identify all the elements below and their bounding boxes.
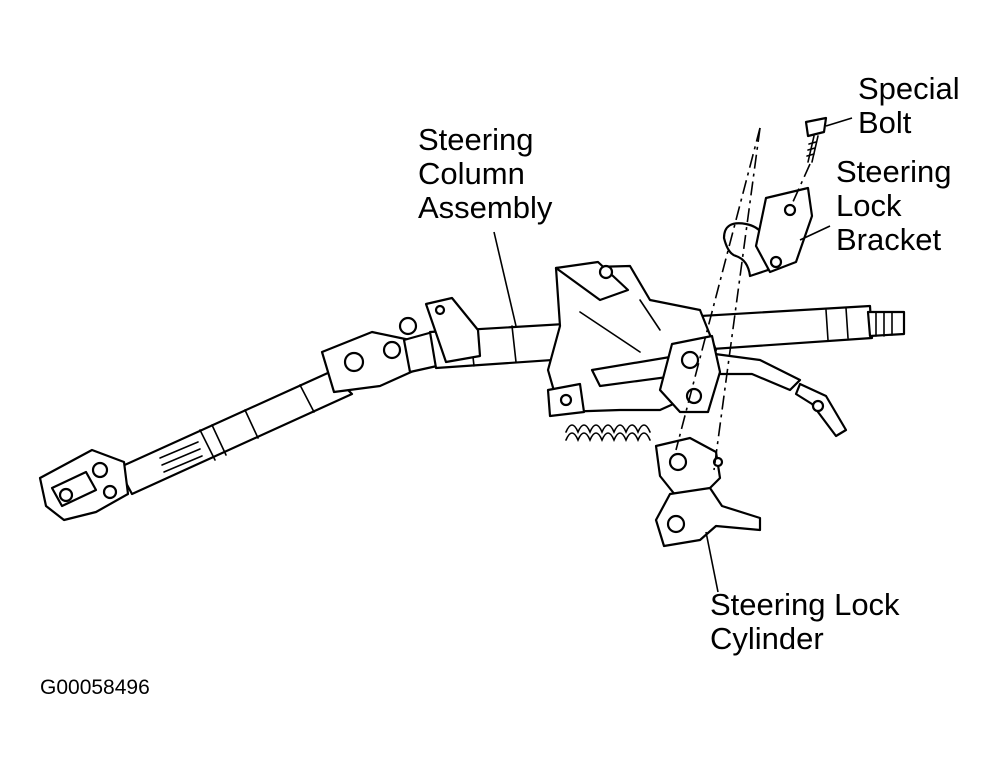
leader-steering-lock-bracket xyxy=(799,225,831,241)
leader-special-bolt xyxy=(825,117,853,127)
alignment-line-bolt xyxy=(791,163,811,205)
return-spring xyxy=(565,424,651,443)
label-steering-lock-bracket: Steering Lock Bracket xyxy=(836,154,952,257)
steering-lock-bracket xyxy=(722,186,814,278)
upper-universal-joint xyxy=(320,316,448,394)
leader-steering-column-assembly xyxy=(493,231,517,327)
label-steering-lock-cylinder: Steering Lock Cylinder xyxy=(710,587,900,656)
special-bolt xyxy=(804,116,828,163)
leader-steering-lock-cylinder xyxy=(705,531,719,593)
steering-lock-cylinder xyxy=(654,436,762,548)
alignment-line-left xyxy=(675,127,761,451)
intermediate-shaft xyxy=(116,370,354,496)
alignment-line-right xyxy=(713,127,761,471)
column-mount-bracket xyxy=(424,296,482,364)
label-special-bolt: Special Bolt xyxy=(858,71,960,140)
lower-universal-joint xyxy=(38,448,130,522)
figure-id: G00058496 xyxy=(40,676,150,699)
label-steering-column-assembly: Steering Column Assembly xyxy=(418,122,553,225)
